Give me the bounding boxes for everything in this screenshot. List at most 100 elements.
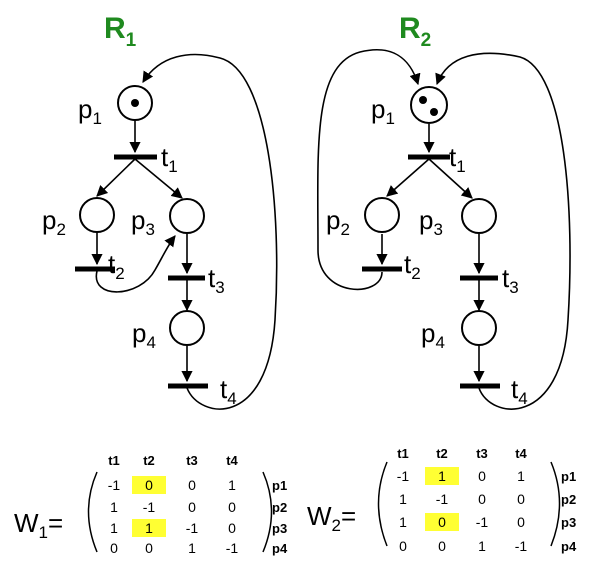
matrix-cell: -1 (436, 491, 449, 507)
column-header: t2 (143, 453, 155, 468)
incidence-matrix-w1: W1= t1 t2 t3 t4 -1 0 0 1 p1 1 -1 0 0 p2 1 1 -1 0 p3 0 0 1 -1 p4 (14, 453, 288, 556)
place-r2-p3: p3 (419, 198, 497, 239)
matrix-cell: 1 (399, 514, 407, 530)
matrix-cell: 1 (188, 540, 196, 556)
matrix-cell: 1 (145, 520, 153, 536)
row-header: p2 (561, 492, 576, 507)
matrix-cell: 1 (399, 491, 407, 507)
place-label: p4 (421, 318, 445, 352)
place-r2-p4: p4 (421, 310, 497, 352)
place-label: p1 (371, 94, 395, 128)
place-r2-p2: p2 (326, 197, 400, 239)
matrix-cell: 0 (145, 540, 153, 556)
net-r1: R1 p1 p2 p3 p4 (42, 12, 278, 410)
column-header: t1 (108, 453, 120, 468)
matrix-cell: 0 (438, 514, 446, 530)
matrix-cell: -1 (108, 477, 121, 493)
row-header: p1 (561, 469, 576, 484)
highlight-cell (132, 519, 166, 537)
place-label: p1 (78, 94, 102, 128)
matrix-cell: 1 (110, 499, 118, 515)
transition-r1-t4: t4 (168, 374, 237, 408)
net-r2: R2 p1 p2 p3 (316, 12, 571, 410)
token (430, 108, 438, 116)
matrix-cell: 0 (517, 491, 525, 507)
row-header: p3 (561, 515, 576, 530)
matrix-label: W2= (307, 501, 356, 535)
transition-r1-t3: t3 (168, 263, 225, 297)
row-header: p1 (272, 478, 287, 493)
matrix-cell: 0 (478, 491, 486, 507)
column-header: t1 (397, 446, 409, 461)
place-r1-p3: p3 (131, 198, 205, 239)
column-header: t4 (226, 453, 238, 468)
matrix-cell: 1 (110, 520, 118, 536)
matrix-cell: 0 (145, 477, 153, 493)
row-header: p2 (272, 500, 287, 515)
place-label: p3 (131, 205, 155, 239)
place-label: p3 (419, 205, 443, 239)
transition-r2-t3: t3 (460, 263, 519, 297)
place-r1-p1: p1 (78, 85, 153, 128)
right-bracket (262, 471, 273, 553)
highlight-cell (425, 513, 459, 531)
net-r1-title: R1 (104, 12, 137, 51)
place-r1-p4: p4 (132, 310, 205, 352)
net-r1-arcs (91, 53, 278, 410)
transition-label: t4 (220, 374, 237, 408)
transition-r1-t2: t2 (75, 249, 125, 283)
matrix-cell: -1 (186, 520, 199, 536)
matrix-cell: 1 (517, 468, 525, 484)
highlight-cell (132, 476, 166, 494)
transition-label: t3 (208, 263, 225, 297)
transition-label: t2 (108, 249, 125, 283)
place-label: p4 (132, 318, 156, 352)
matrix-cell: 0 (399, 538, 407, 554)
matrix-cell: 0 (110, 540, 118, 556)
row-header: p3 (272, 521, 287, 536)
matrix-cell: -1 (143, 499, 156, 515)
matrix-cell: 1 (228, 477, 236, 493)
matrix-label: W1= (14, 508, 63, 542)
column-header: t3 (476, 446, 488, 461)
matrix-cell: 0 (228, 520, 236, 536)
transition-label: t3 (502, 263, 519, 297)
matrix-cell: 0 (517, 514, 525, 530)
matrix-cell: 1 (478, 538, 486, 554)
left-bracket (377, 461, 388, 547)
transition-label: t4 (511, 374, 528, 408)
matrix-cell: 0 (478, 468, 486, 484)
transition-label: t2 (404, 249, 421, 283)
column-header: t2 (436, 446, 448, 461)
place-label: p2 (326, 205, 350, 239)
right-bracket (550, 461, 561, 547)
transition-label: t1 (161, 142, 178, 176)
matrix-cell: 0 (188, 477, 196, 493)
transition-r2-t2: t2 (362, 249, 421, 283)
net-r2-arcs (316, 48, 571, 410)
transition-label: t1 (449, 142, 466, 176)
matrix-cell: 0 (188, 499, 196, 515)
transition-r2-t1: t1 (408, 142, 466, 176)
column-header: t4 (515, 446, 527, 461)
matrix-cell: -1 (397, 468, 410, 484)
matrix-cell: 0 (228, 499, 236, 515)
matrix-cell: 1 (438, 468, 446, 484)
place-r2-p1: p1 (371, 86, 448, 128)
place-r1-p2: p2 (42, 197, 115, 239)
token (131, 99, 139, 107)
highlight-cell (425, 467, 459, 485)
column-header: t3 (186, 453, 198, 468)
net-r2-title: R2 (399, 12, 431, 51)
matrix-cell: -1 (226, 540, 239, 556)
left-bracket (87, 471, 98, 553)
row-header: p4 (561, 539, 577, 554)
transition-r1-t1: t1 (114, 142, 178, 176)
transition-r2-t4: t4 (460, 374, 528, 408)
token (419, 96, 427, 104)
row-header: p4 (272, 541, 288, 556)
matrix-cell: -1 (515, 538, 528, 554)
matrix-cell: 0 (438, 538, 446, 554)
